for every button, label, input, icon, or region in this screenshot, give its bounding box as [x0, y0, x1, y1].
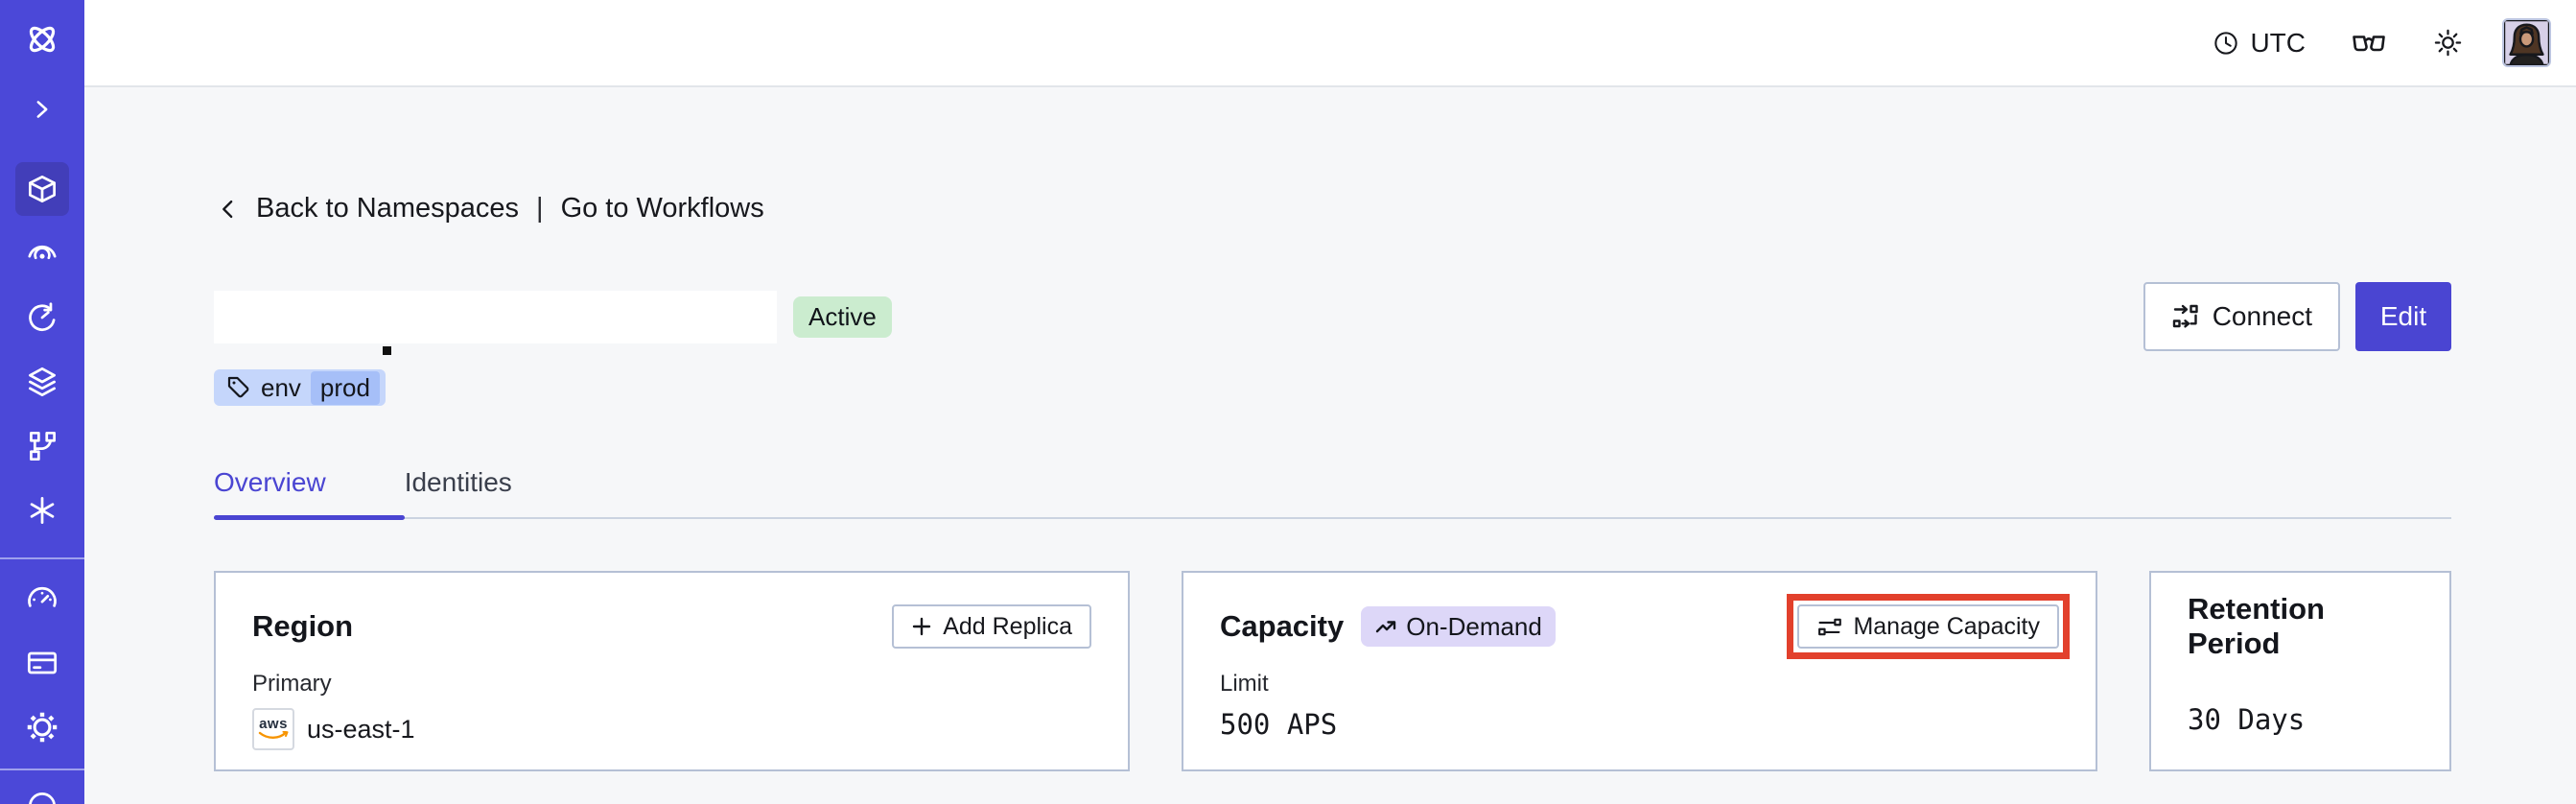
- region-card-title: Region: [252, 609, 354, 643]
- clock-history-icon: [29, 302, 56, 332]
- redaction-artifact: [383, 345, 391, 355]
- status-badge: Active: [793, 296, 892, 338]
- plus-icon: [912, 617, 931, 636]
- topbar: UTC: [84, 0, 2576, 87]
- sidebar-divider: [0, 769, 84, 770]
- retention-card: Retention Period 30 Days: [2149, 571, 2451, 771]
- tag-chip-env[interactable]: env prod: [214, 369, 386, 406]
- back-to-namespaces-link[interactable]: Back to Namespaces: [256, 193, 520, 224]
- sidebar-item-settings[interactable]: [15, 700, 69, 754]
- connect-button[interactable]: Connect: [2143, 282, 2340, 351]
- tab-identities[interactable]: Identities: [404, 467, 512, 497]
- sidebar-item-usage[interactable]: [15, 572, 69, 626]
- go-to-workflows-link[interactable]: Go to Workflows: [560, 193, 764, 224]
- sidebar-item-nexus[interactable]: [15, 226, 69, 280]
- breadcrumb: Back to Namespaces | Go to Workflows: [214, 193, 2451, 225]
- retention-value: 30 Days: [2188, 703, 2306, 736]
- branch-squares-icon: [30, 431, 56, 461]
- sidebar-expand-chevron-right-icon[interactable]: [15, 90, 69, 129]
- timezone-label: UTC: [2250, 27, 2306, 58]
- gear-icon: [27, 712, 58, 743]
- sidebar-divider: [0, 557, 84, 559]
- main-content: Back to Namespaces | Go to Workflows Act…: [84, 89, 2576, 804]
- asterisk-icon: [30, 497, 55, 524]
- avatar-photo: [2504, 20, 2549, 65]
- sidebar-item-billing[interactable]: [15, 636, 69, 690]
- connect-flow-icon: [2172, 304, 2198, 328]
- on-demand-label: On-Demand: [1406, 611, 1542, 641]
- temporal-logo-icon[interactable]: [15, 13, 69, 65]
- region-card: Region Add Replica Primary aws: [214, 571, 1130, 771]
- tabs: Overview Identities: [214, 467, 2451, 520]
- user-avatar[interactable]: [2502, 18, 2551, 67]
- glasses-icon: [2353, 35, 2385, 51]
- manage-capacity-label: Manage Capacity: [1853, 612, 2040, 640]
- add-replica-button[interactable]: Add Replica: [892, 604, 1091, 649]
- region-value: us-east-1: [307, 714, 415, 744]
- overview-cards: Region Add Replica Primary aws: [214, 571, 2451, 771]
- aws-logo: aws: [252, 708, 294, 750]
- tag-value: prod: [310, 370, 380, 405]
- tab-overview[interactable]: Overview: [214, 467, 405, 520]
- sidebar: [0, 0, 84, 804]
- credit-card-icon: [27, 651, 58, 674]
- cube-icon: [29, 176, 56, 202]
- capacity-card-title: Capacity: [1220, 609, 1345, 643]
- sidebar-item-batch[interactable]: [15, 484, 69, 537]
- sidebar-item-support[interactable]: [15, 779, 69, 804]
- sidebar-item-workflows[interactable]: [15, 419, 69, 473]
- gauge-icon: [28, 586, 57, 607]
- edit-button[interactable]: Edit: [2355, 282, 2451, 351]
- manage-capacity-button[interactable]: Manage Capacity: [1797, 604, 2059, 649]
- sidebar-item-namespaces[interactable]: [15, 162, 69, 216]
- labs-toggle[interactable]: [2352, 31, 2386, 56]
- add-replica-label: Add Replica: [943, 612, 1072, 640]
- retention-card-title: Retention Period: [2188, 592, 2325, 660]
- tag-icon: [227, 376, 249, 398]
- capacity-card: Capacity On-Demand Manage Ca: [1182, 571, 2097, 771]
- sliders-icon: [1818, 618, 1842, 635]
- circle-icon: [29, 792, 56, 804]
- clock-icon: [2214, 31, 2238, 55]
- region-primary-label: Primary: [252, 671, 332, 697]
- timezone-selector[interactable]: UTC: [2212, 28, 2306, 59]
- breadcrumb-separator: |: [536, 193, 544, 224]
- sidebar-item-schedules[interactable]: [15, 291, 69, 344]
- sun-icon: [2434, 29, 2462, 57]
- chevron-left-icon[interactable]: [214, 195, 243, 224]
- namespace-header: Active Connect Edit: [214, 282, 2451, 355]
- theme-toggle[interactable]: [2432, 27, 2464, 59]
- capacity-value: 500 APS: [1220, 708, 1338, 741]
- sidebar-item-deployments[interactable]: [15, 355, 69, 409]
- vortex-icon: [28, 245, 57, 260]
- on-demand-badge: On-Demand: [1361, 606, 1556, 647]
- capacity-limit-label: Limit: [1220, 671, 1269, 697]
- namespace-name-redacted: [214, 290, 777, 343]
- tags-row: env prod: [214, 369, 2451, 406]
- tag-key: env: [261, 372, 301, 402]
- layers-icon: [29, 367, 56, 397]
- trending-up-icon: [1376, 621, 1396, 633]
- connect-label: Connect: [2212, 301, 2312, 331]
- annotation-highlight: Manage Capacity: [1787, 594, 2070, 659]
